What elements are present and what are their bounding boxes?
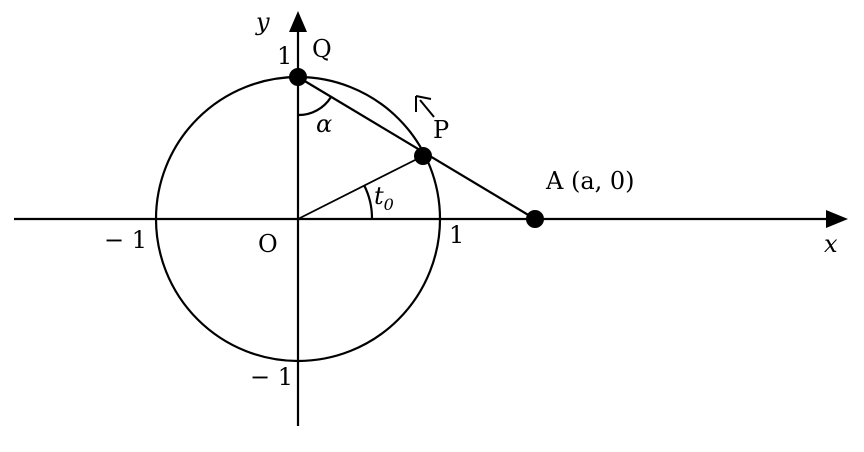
direction-arrow-shaft [419,99,435,118]
segment-op [297,155,424,220]
point-a-label: A (a, 0) [545,167,635,195]
t0-label: t0 [374,182,394,214]
point-q-label: Q [312,35,332,63]
segment-qa [297,76,536,220]
y-axis-label: y [255,8,270,36]
x-tick-pos-label: 1 [449,221,464,249]
point-a-dot [526,210,544,228]
y-tick-pos-label: 1 [277,42,292,70]
direction-arrow-head [415,95,432,112]
angle-alpha-arc [297,96,332,117]
t0-subscript: 0 [384,195,394,214]
x-axis-label: x [824,230,838,258]
y-tick-neg-label: − 1 [250,363,293,391]
x-axis-arrowhead [826,210,848,228]
x-tick-neg-label: − 1 [104,226,147,254]
origin-label: O [258,230,278,258]
angle-t0-arc [363,184,374,220]
alpha-label: α [316,110,332,138]
y-axis-arrowhead [289,11,307,32]
point-q-dot [289,68,307,86]
t0-main: t [374,182,384,210]
point-p-dot [414,147,432,165]
point-p-label: P [433,116,449,144]
